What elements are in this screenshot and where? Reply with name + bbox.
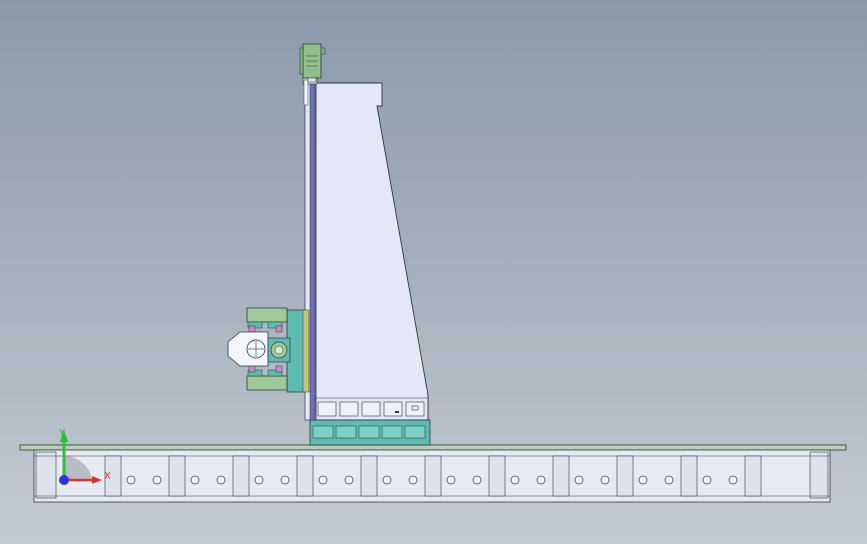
bolt-hole — [254, 475, 264, 485]
column-base-windows — [317, 401, 425, 417]
table-plate[interactable] — [19, 444, 847, 451]
bed-rib — [680, 455, 698, 497]
bolt-hole — [702, 475, 712, 485]
bolt-hole — [638, 475, 648, 485]
bed-rib — [424, 455, 442, 497]
bolt-hole — [574, 475, 584, 485]
bolt-hole — [446, 475, 456, 485]
bolt-hole — [382, 475, 392, 485]
bed-rib — [104, 455, 122, 497]
bolt-hole — [728, 475, 738, 485]
servo-motor[interactable] — [299, 43, 326, 83]
bolt-hole — [152, 475, 162, 485]
bolt-hole — [472, 475, 482, 485]
axis-label-x: X — [104, 471, 111, 482]
bed-rib — [168, 455, 186, 497]
bolt-hole — [344, 475, 354, 485]
bed-rib — [488, 455, 506, 497]
column-base-sled[interactable] — [309, 419, 431, 446]
bed-rib — [296, 455, 314, 497]
bolt-hole — [536, 475, 546, 485]
rotary-head[interactable] — [227, 331, 291, 367]
bolt-hole — [190, 475, 200, 485]
ball-screw — [303, 79, 309, 106]
bolt-hole — [318, 475, 328, 485]
bed-rib — [552, 455, 570, 497]
bolt-hole — [600, 475, 610, 485]
bed-rib — [360, 455, 378, 497]
axis-label-y: Y — [58, 428, 66, 439]
machine-bed[interactable] — [33, 449, 831, 503]
bolt-hole — [126, 475, 136, 485]
bed-rib — [232, 455, 250, 497]
bolt-hole — [408, 475, 418, 485]
bed-rib — [744, 455, 762, 497]
bed-rib — [616, 455, 634, 497]
column[interactable] — [315, 82, 429, 421]
bolt-hole — [664, 475, 674, 485]
bolt-hole — [510, 475, 520, 485]
coordinate-triad-icon — [59, 430, 102, 485]
bolt-hole — [216, 475, 226, 485]
bolt-hole — [280, 475, 290, 485]
